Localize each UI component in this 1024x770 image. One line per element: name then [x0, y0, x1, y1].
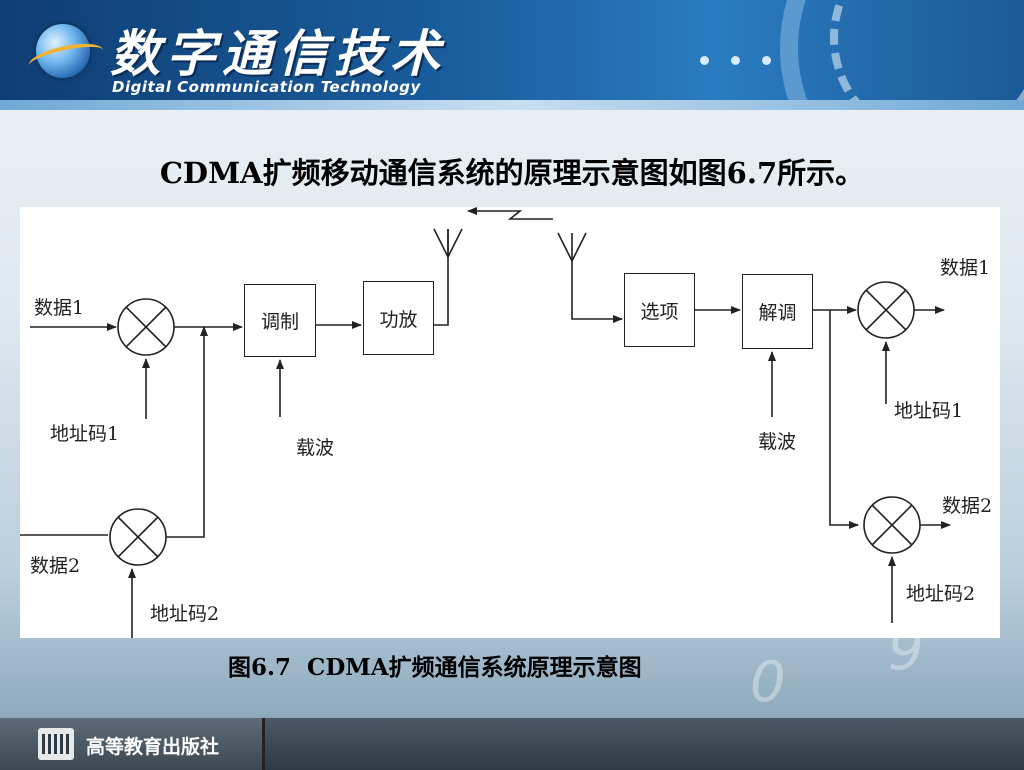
slide-heading: CDMA扩频移动通信系统的原理示意图如图6.7所示。	[159, 156, 865, 190]
publisher-logo-icon	[38, 728, 74, 760]
label-data2-out: 数据2	[942, 495, 993, 517]
modulate-block: 调制	[244, 284, 316, 357]
label-carrier-tx: 载波	[296, 437, 335, 459]
label-addr1-out: 地址码1	[894, 400, 964, 422]
figure-caption: 图6.7 CDMA扩频通信系统原理示意图	[228, 654, 642, 681]
header-title-english: Digital Communication Technology	[112, 78, 421, 96]
slide-footer: 高等教育出版社	[0, 716, 1024, 770]
decorative-disc-inner	[830, 0, 1024, 110]
diagram-wiring	[20, 207, 951, 638]
select-block: 选项	[624, 273, 695, 347]
slide-header: 数字通信技术 Digital Communication Technology	[0, 0, 1024, 110]
demodulate-block: 解调	[742, 274, 813, 349]
label-addr2-out: 地址码2	[906, 583, 976, 605]
amplify-block: 功放	[363, 281, 434, 355]
globe-logo-icon	[36, 24, 90, 78]
label-addr2-in: 地址码2	[150, 603, 220, 625]
decorative-dots	[700, 50, 820, 65]
label-carrier-rx: 载波	[758, 431, 797, 453]
label-data1-in: 数据1	[34, 297, 85, 319]
wireless-link-icon	[467, 207, 553, 220]
label-addr1-in: 地址码1	[50, 423, 120, 445]
demodulate-to-rx2-line	[829, 310, 858, 526]
cdma-diagram: 调制 功放 选项 解调 数据1 地址码1 数据2 地址码2 载波 载波 数据1 …	[20, 207, 1000, 638]
decorative-digit-nine: 9	[888, 618, 924, 683]
header-title-chinese: 数字通信技术	[110, 25, 446, 83]
tx2-to-sum-line	[166, 327, 205, 538]
header-stripe	[0, 100, 1024, 110]
publisher-name: 高等教育出版社	[86, 736, 220, 758]
amplify-to-antenna-line	[434, 229, 449, 326]
label-data2-in: 数据2	[30, 555, 81, 577]
decorative-digit-zero: 0	[750, 650, 786, 715]
decorative-disc	[780, 0, 1024, 110]
antenna-to-select-line	[571, 261, 622, 320]
label-data1-out: 数据1	[940, 257, 991, 279]
